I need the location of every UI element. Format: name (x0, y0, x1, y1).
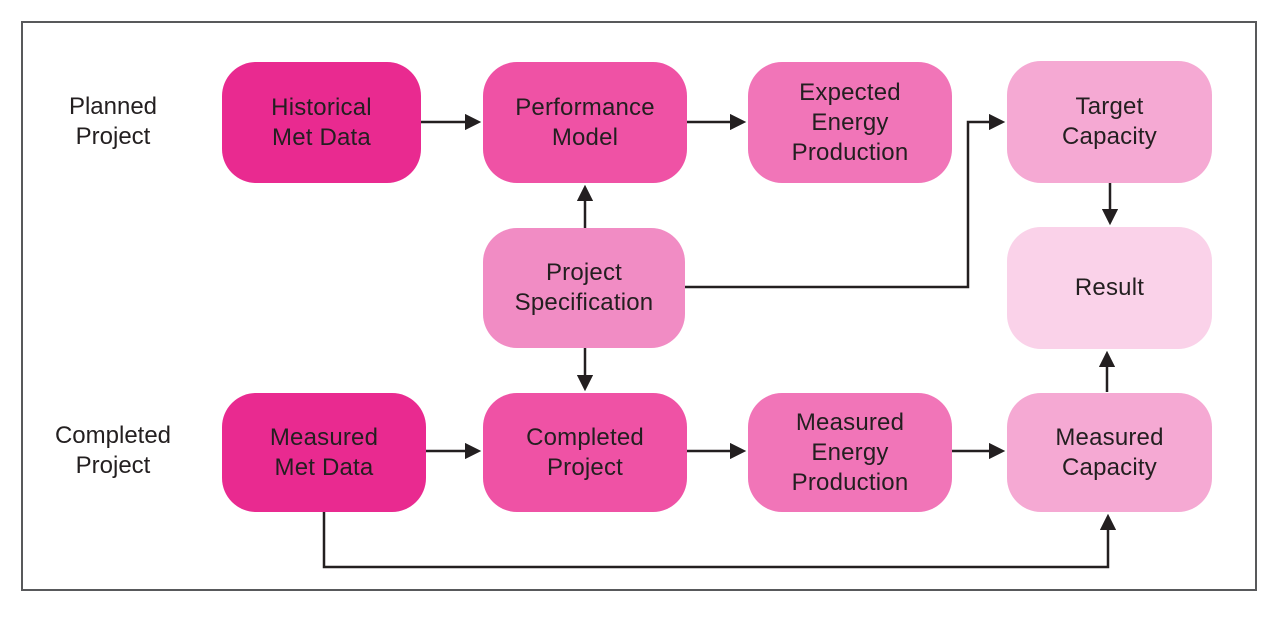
node-performance-model: Performance Model (483, 62, 687, 183)
node-completed-project: Completed Project (483, 393, 687, 512)
node-historical-met-data: Historical Met Data (222, 62, 421, 183)
node-expected-energy-production: Expected Energy Production (748, 62, 952, 183)
node-target-capacity: Target Capacity (1007, 61, 1212, 183)
row-label-planned-project: Planned Project (68, 93, 158, 150)
node-measured-capacity: Measured Capacity (1007, 393, 1212, 512)
row-label-completed-project: Completed Project (54, 422, 172, 479)
node-result: Result (1007, 227, 1212, 349)
node-project-specification: Project Specification (483, 228, 685, 348)
node-measured-met-data: Measured Met Data (222, 393, 426, 512)
diagram-border-frame (21, 21, 1257, 591)
node-measured-energy-production: Measured Energy Production (748, 393, 952, 512)
